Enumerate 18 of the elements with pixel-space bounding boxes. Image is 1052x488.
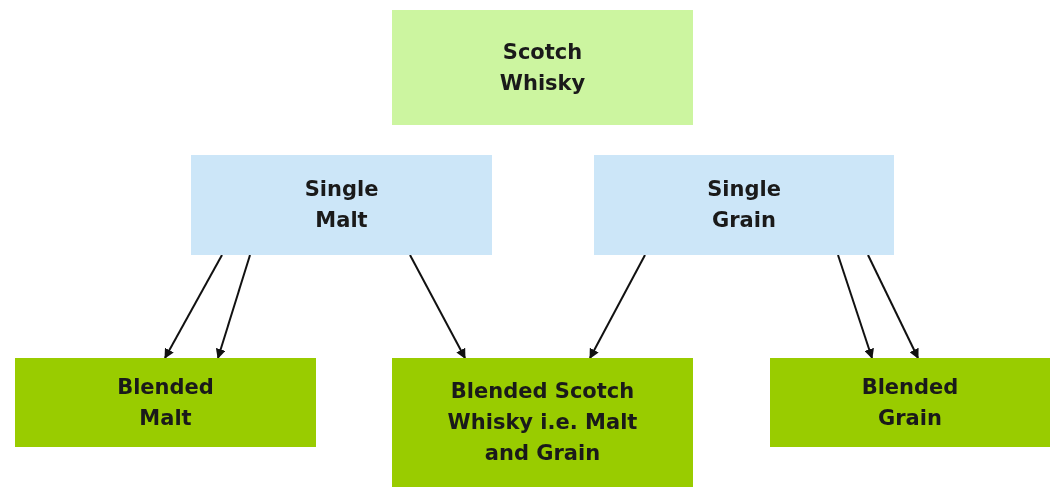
category-box [392, 10, 693, 125]
category-label: Blended Malt [116, 373, 215, 432]
category-box [594, 155, 894, 255]
category-label: Blended Scotch Whisky i.e. Malt and Grain [446, 378, 639, 467]
arrow [409, 254, 466, 359]
arrow [589, 254, 646, 359]
category-label: Blended Grain [860, 373, 960, 432]
arrow [837, 254, 874, 359]
category-box [392, 358, 693, 487]
arrow [164, 254, 223, 359]
category-box [770, 358, 1050, 447]
category-label: Scotch Whisky [498, 38, 587, 97]
category-label: Single Malt [303, 176, 380, 234]
arrow [867, 254, 919, 359]
category-label: Single Grain [706, 176, 782, 234]
category-box [15, 358, 316, 447]
category-box [191, 155, 492, 255]
arrow [215, 254, 251, 359]
